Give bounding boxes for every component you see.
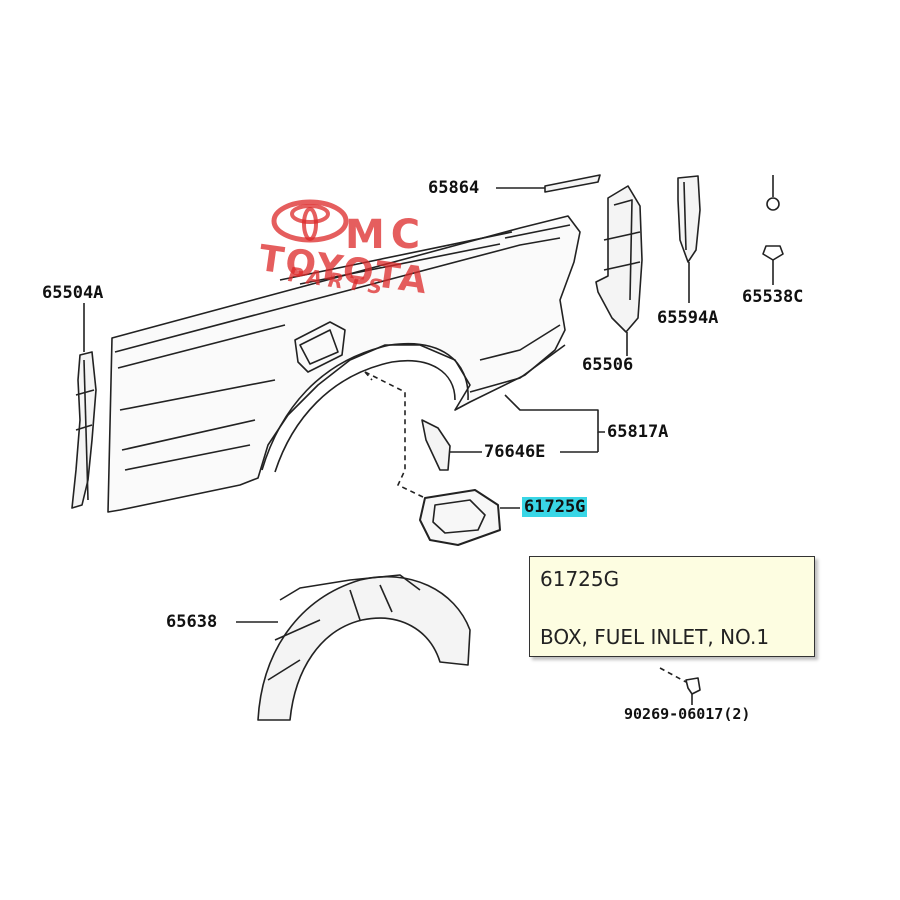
label-65638[interactable]: 65638 <box>166 612 218 632</box>
watermark-mc: MC <box>345 212 427 258</box>
tooltip-description: BOX, FUEL INLET, NO.1 <box>540 625 770 649</box>
label-76646E[interactable]: 76646E <box>484 442 546 462</box>
label-65817A[interactable]: 65817A <box>607 422 669 442</box>
part-65506-drawing <box>595 185 643 333</box>
label-65504A[interactable]: 65504A <box>42 283 104 303</box>
label-65506[interactable]: 65506 <box>582 355 634 375</box>
label-90269[interactable]: 90269-06017(2) <box>624 705 751 723</box>
dashed-guides <box>364 371 687 683</box>
quarter-panel-drawing <box>107 215 581 513</box>
part-90269-drawing <box>685 677 701 705</box>
label-65594A[interactable]: 65594A <box>657 308 719 328</box>
part-65504A-drawing <box>71 351 97 509</box>
label-65538C[interactable]: 65538C <box>742 287 804 307</box>
part-65538C-drawing <box>762 175 784 280</box>
label-61725G-text: 61725G <box>522 497 588 517</box>
part-tooltip: 61725G BOX, FUEL INLET, NO.1 <box>529 556 815 657</box>
leader-lines <box>83 280 774 453</box>
part-65594A-drawing <box>677 175 701 303</box>
part-76646E-drawing <box>421 419 482 471</box>
watermark-logo-icon <box>270 198 350 244</box>
part-65864-drawing <box>496 174 601 193</box>
tooltip-part-number: 61725G <box>540 567 620 591</box>
label-65864[interactable]: 65864 <box>428 178 480 198</box>
label-61725G[interactable]: 61725G <box>522 497 588 517</box>
part-65638-drawing <box>236 574 471 721</box>
part-61725G-drawing <box>419 489 520 546</box>
